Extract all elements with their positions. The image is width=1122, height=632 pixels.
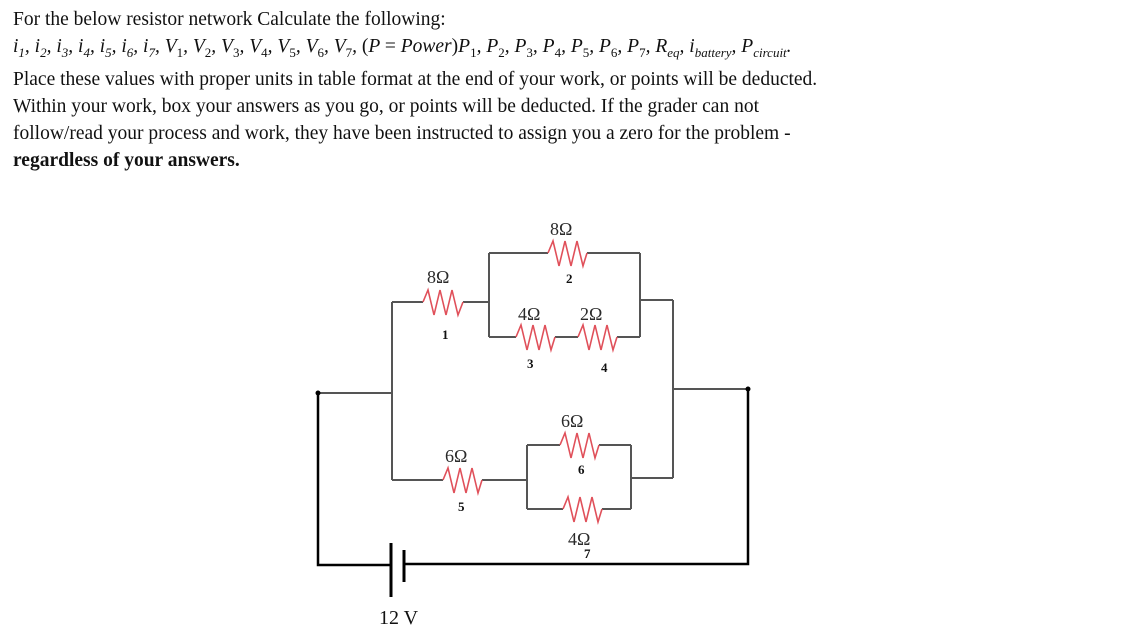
problem-variables-list: i1, i2, i3, i4, i5, i6, i7, V1, V2, V3, … (13, 36, 792, 60)
resistor-3-value: 4Ω (518, 304, 540, 324)
problem-intro: For the below resistor network Calculate… (13, 9, 446, 30)
terminal-left-dot (315, 390, 321, 396)
resistor-2 (547, 238, 588, 270)
resistor-1-value: 8Ω (427, 267, 449, 287)
resistor-5-number: 5 (458, 499, 465, 514)
terminal-right-dot (745, 386, 751, 392)
problem-table-instruction: Place these values with proper units in … (13, 68, 818, 90)
resistor-4-value: 2Ω (580, 304, 602, 324)
resistor-6 (559, 430, 600, 462)
resistor-5-value: 6Ω (445, 446, 467, 466)
wire-battery-left (316, 393, 391, 567)
resistor-4 (577, 322, 618, 354)
problem-box-instruction: Within your work, box your answers as yo… (13, 95, 759, 117)
resistor-1 (422, 287, 464, 318)
resistor-6-value: 6Ω (561, 411, 583, 431)
resistor-6-number: 6 (578, 462, 585, 477)
resistor-2-value: 8Ω (550, 219, 572, 239)
wire-battery-right (404, 389, 750, 566)
resistor-1-number: 1 (442, 327, 449, 342)
battery-voltage-label: 12 V (379, 607, 419, 629)
problem-statement: For the below resistor network Calculate… (13, 6, 1113, 174)
resistor-5 (442, 465, 483, 497)
resistor-3-number: 3 (527, 356, 534, 371)
resistor-2-number: 2 (566, 271, 573, 286)
resistor-3 (515, 322, 556, 354)
resistor-7 (562, 494, 603, 526)
problem-grader-instruction: follow/read your process and work, they … (13, 122, 791, 144)
problem-warning: regardless of your answers. (13, 149, 240, 171)
resistor-7-value: 4Ω (568, 529, 590, 549)
resistor-7-number: 7 (584, 546, 591, 561)
resistor-4-number: 4 (601, 360, 608, 375)
